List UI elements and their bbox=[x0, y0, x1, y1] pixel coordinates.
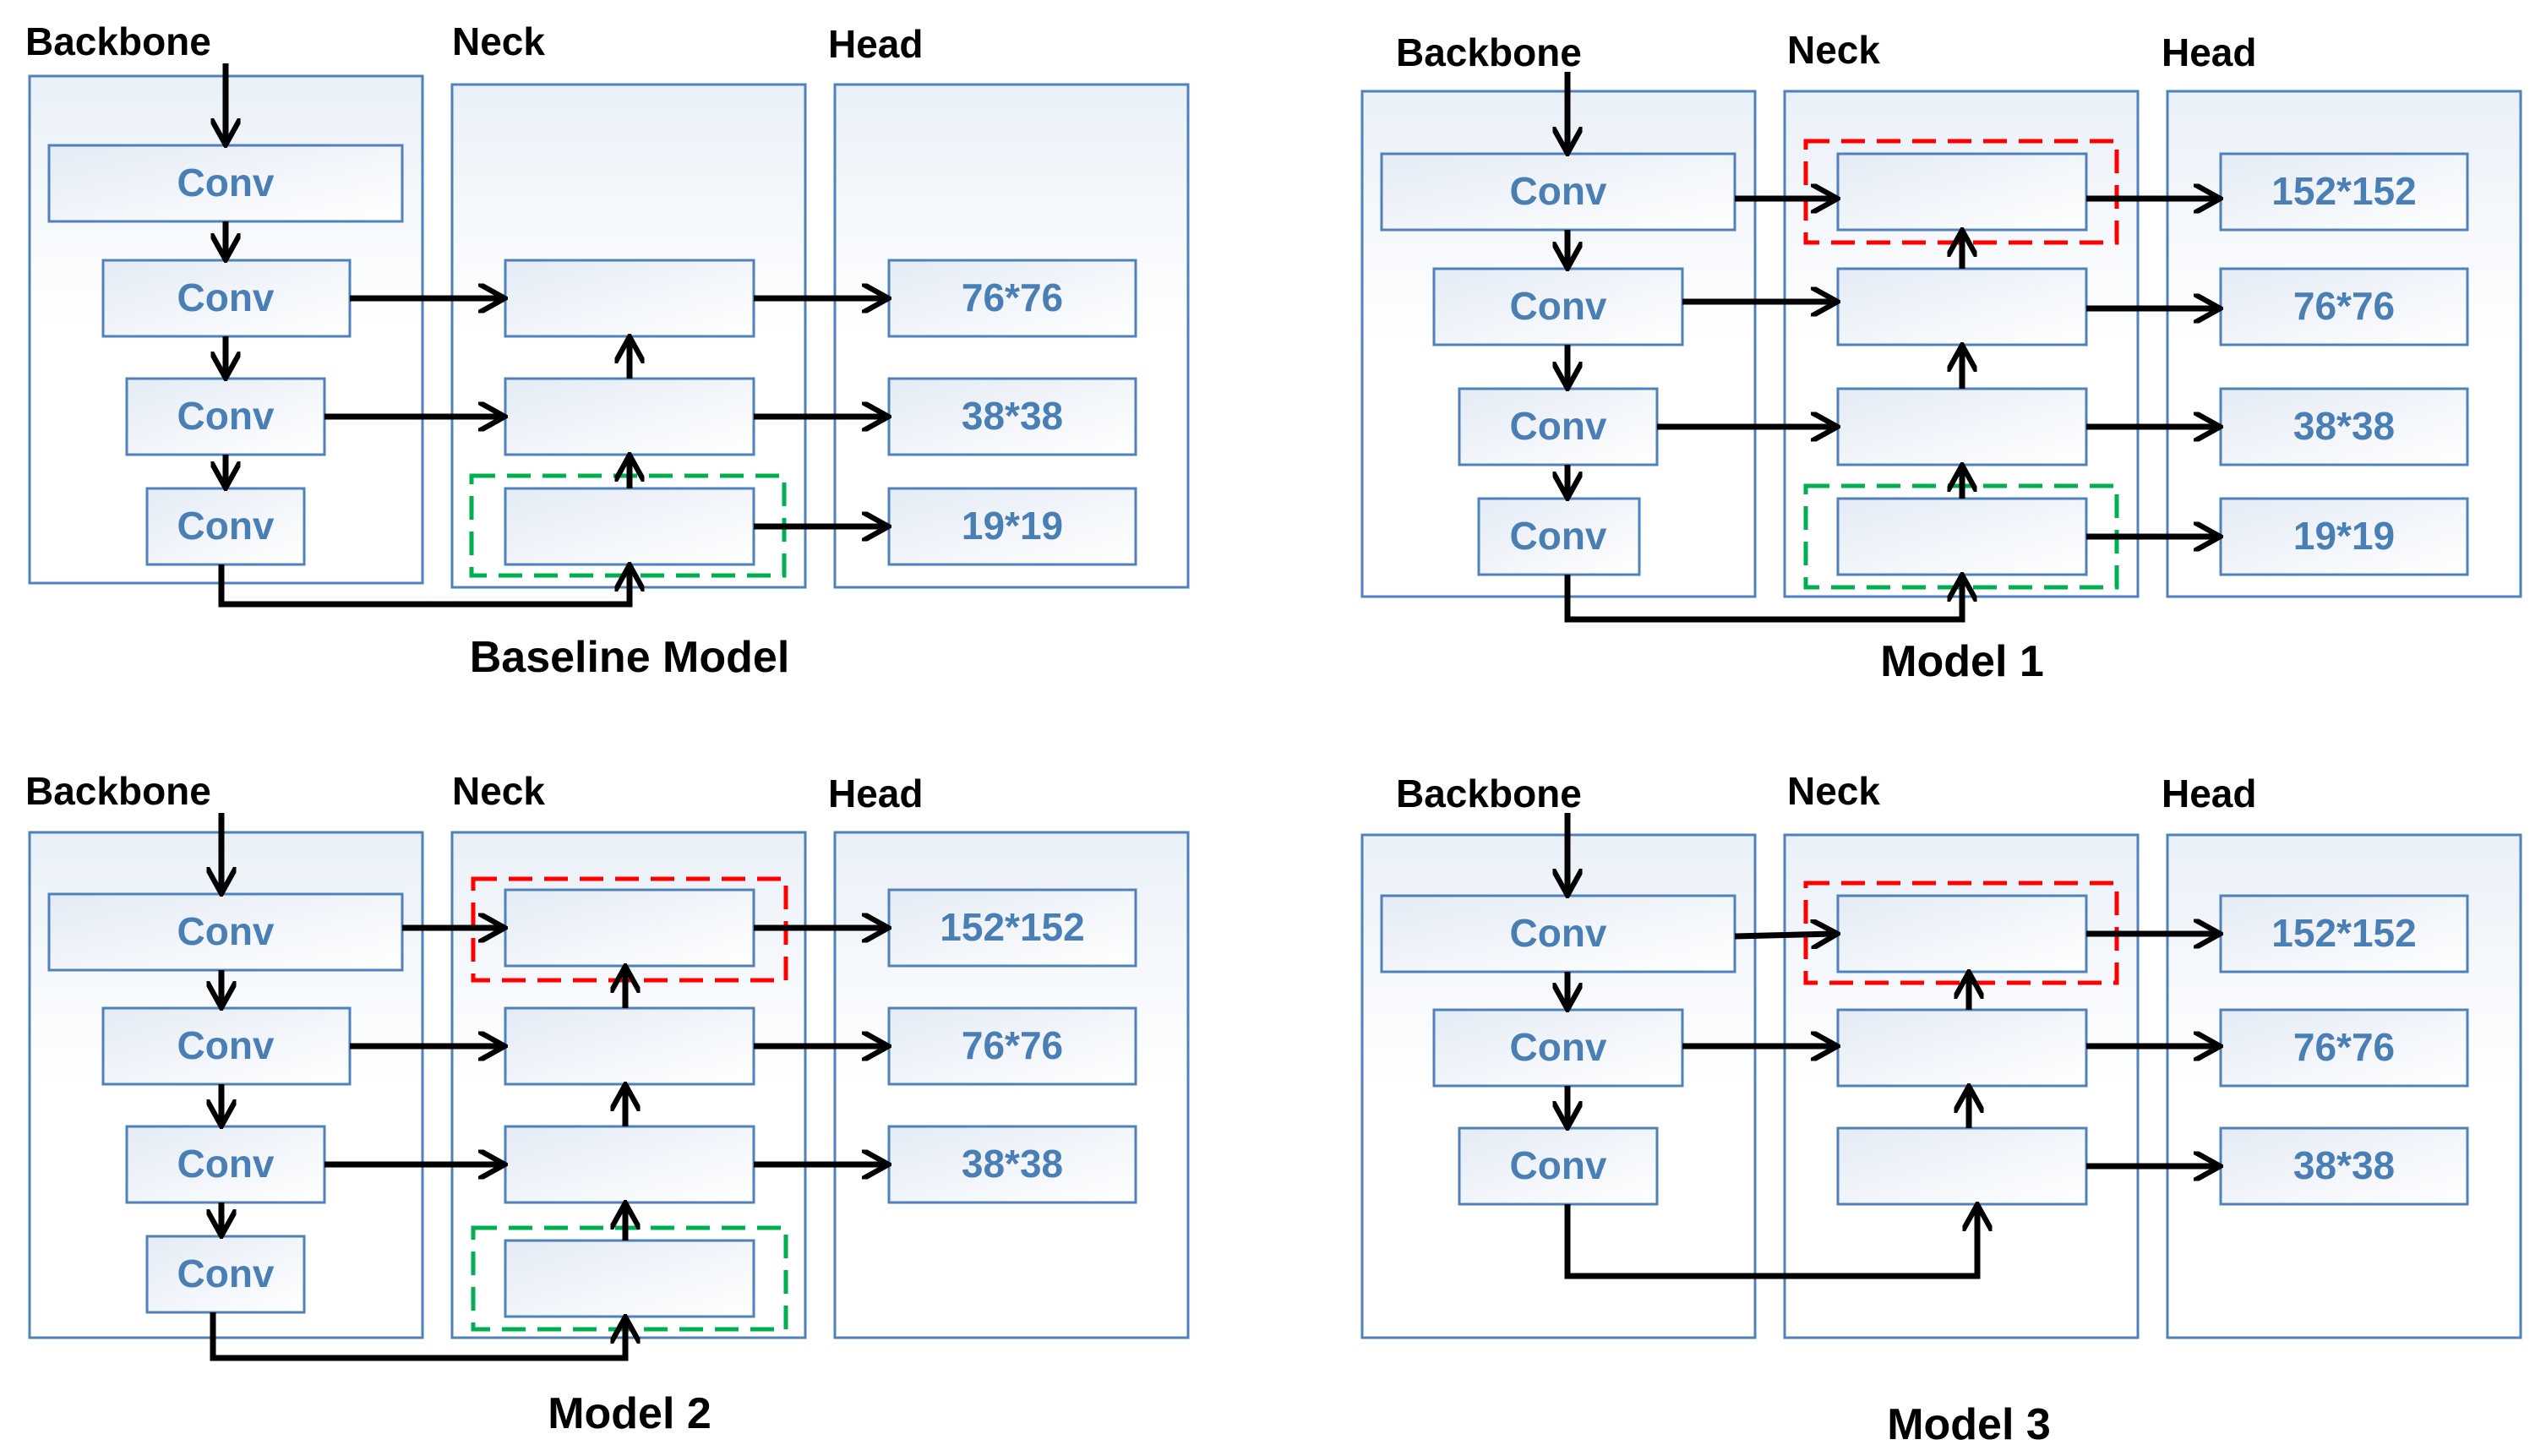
neck-block bbox=[1836, 894, 2088, 973]
conv-label: Conv bbox=[1510, 514, 1607, 558]
diagram-model-3: Backbone Neck Head Conv Conv Conv 152*15… bbox=[1360, 769, 2522, 1449]
head-output-block bbox=[887, 259, 1137, 338]
conv-block bbox=[1432, 267, 1684, 346]
neck-label: Neck bbox=[1787, 769, 1880, 813]
diagram-model-1: Backbone Neck Head Conv Conv Conv Conv 1… bbox=[1360, 28, 2522, 686]
head-output-block bbox=[2219, 267, 2469, 346]
backbone-label: Backbone bbox=[1396, 772, 1582, 815]
conv-block bbox=[145, 487, 306, 566]
neck-block bbox=[504, 259, 755, 338]
conv-label: Conv bbox=[1510, 404, 1607, 448]
head-output-block bbox=[2219, 1008, 2469, 1088]
head-output-label: 38*38 bbox=[962, 1142, 1063, 1186]
diagram-caption: Model 3 bbox=[1887, 1400, 2051, 1449]
head-output-label: 38*38 bbox=[2293, 404, 2395, 448]
conv-label: Conv bbox=[177, 1142, 275, 1186]
neck-block bbox=[504, 377, 755, 456]
arrow bbox=[210, 1312, 625, 1361]
backbone-label: Backbone bbox=[25, 769, 211, 813]
arrow bbox=[1564, 575, 1962, 623]
conv-block bbox=[1458, 387, 1659, 466]
backbone-label: Backbone bbox=[1396, 30, 1582, 74]
head-output-block bbox=[887, 1006, 1137, 1086]
neck-block bbox=[1836, 497, 2088, 576]
conv-label: Conv bbox=[1510, 911, 1607, 955]
head-output-block bbox=[2219, 1126, 2469, 1206]
neck-block bbox=[504, 888, 755, 968]
conv-label: Conv bbox=[1510, 169, 1607, 213]
conv-label: Conv bbox=[1510, 284, 1607, 328]
head-output-label: 76*76 bbox=[962, 275, 1063, 319]
neck-block bbox=[1836, 152, 2088, 232]
arrow bbox=[1734, 934, 1835, 936]
conv-block bbox=[125, 377, 326, 456]
head-output-label: 38*38 bbox=[962, 394, 1063, 438]
diagram-caption: Baseline Model bbox=[470, 633, 790, 682]
backbone-label: Backbone bbox=[25, 19, 211, 63]
head-label: Head bbox=[828, 22, 923, 66]
conv-block bbox=[145, 1235, 306, 1314]
head-output-block bbox=[2219, 497, 2469, 576]
neck-block bbox=[504, 487, 755, 566]
head-output-label: 19*19 bbox=[2293, 514, 2395, 558]
head-output-label: 19*19 bbox=[962, 504, 1063, 548]
arrow bbox=[1564, 1204, 1977, 1279]
neck-label: Neck bbox=[452, 19, 545, 63]
head-output-label: 76*76 bbox=[2293, 284, 2395, 328]
arrows bbox=[218, 63, 886, 608]
neck-label: Neck bbox=[452, 769, 545, 813]
neck-block bbox=[504, 1006, 755, 1086]
diagram-caption: Model 2 bbox=[548, 1389, 711, 1438]
head-output-block bbox=[887, 487, 1137, 566]
conv-block bbox=[1458, 1126, 1659, 1206]
head-label: Head bbox=[828, 772, 923, 815]
neck-block bbox=[504, 1239, 755, 1318]
head-label: Head bbox=[2162, 772, 2256, 815]
conv-label: Conv bbox=[1510, 1025, 1607, 1069]
conv-label: Conv bbox=[177, 909, 275, 953]
diagram-baseline: Backbone Neck Head Conv Conv Conv Conv 7… bbox=[25, 19, 1190, 682]
diagram-model-2: Backbone Neck Head Conv Conv Conv Conv 1… bbox=[25, 769, 1190, 1438]
head-output-label: 76*76 bbox=[962, 1023, 1063, 1067]
conv-label: Conv bbox=[1510, 1143, 1607, 1187]
neck-block bbox=[1836, 1126, 2088, 1206]
neck-block bbox=[504, 1125, 755, 1204]
arrows bbox=[1564, 72, 2217, 623]
neck-block bbox=[1836, 387, 2088, 466]
head-output-label: 76*76 bbox=[2293, 1025, 2395, 1069]
conv-block bbox=[47, 144, 404, 223]
conv-block bbox=[1432, 1008, 1684, 1088]
neck-block bbox=[1836, 1008, 2088, 1088]
conv-block bbox=[1380, 152, 1736, 232]
head-output-label: 152*152 bbox=[2271, 169, 2416, 213]
head-output-label: 152*152 bbox=[940, 905, 1084, 949]
head-output-block bbox=[2219, 894, 2469, 973]
head-output-label: 152*152 bbox=[2271, 911, 2416, 955]
conv-label: Conv bbox=[177, 1252, 275, 1295]
head-output-label: 38*38 bbox=[2293, 1143, 2395, 1187]
diagram-caption: Model 1 bbox=[1880, 637, 2044, 686]
conv-block bbox=[1477, 497, 1641, 576]
arrows bbox=[210, 813, 886, 1361]
arrow bbox=[218, 564, 630, 608]
head-label: Head bbox=[2162, 30, 2256, 74]
arrows bbox=[1564, 813, 2217, 1279]
conv-label: Conv bbox=[177, 504, 275, 548]
conv-label: Conv bbox=[177, 275, 275, 319]
neck-block bbox=[1836, 267, 2088, 346]
neck-label: Neck bbox=[1787, 28, 1880, 72]
conv-label: Conv bbox=[177, 394, 275, 438]
conv-label: Conv bbox=[177, 1023, 275, 1067]
conv-label: Conv bbox=[177, 161, 275, 204]
